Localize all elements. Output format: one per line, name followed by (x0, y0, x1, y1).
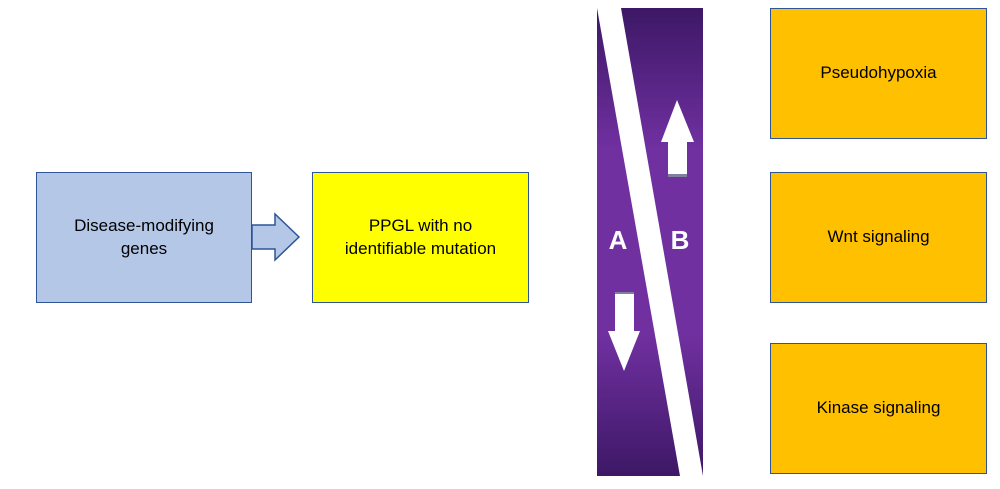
bar-letter-b: B (671, 225, 690, 255)
kinase-signaling-label: Kinase signaling (816, 398, 941, 418)
wnt-signaling-box: Wnt signaling (770, 172, 987, 303)
up-arrow-icon (661, 100, 694, 177)
block-arrow-right-icon (251, 212, 301, 262)
ppgl-no-mutation-label: PPGL with no identifiable mutation (344, 216, 497, 258)
kinase-signaling-box: Kinase signaling (770, 343, 987, 474)
bar-letter-a: A (609, 225, 628, 255)
pseudohypoxia-box: Pseudohypoxia (770, 8, 987, 139)
wnt-signaling-label: Wnt signaling (827, 227, 930, 247)
bar-left-half (597, 8, 680, 476)
ppgl-no-mutation-box: PPGL with no identifiable mutation (312, 172, 529, 303)
disease-modifying-genes-label: Disease-modifying genes (74, 216, 214, 258)
down-arrow-icon (608, 292, 640, 371)
disease-modifying-genes-box: Disease-modifying genes (36, 172, 252, 303)
pseudohypoxia-label: Pseudohypoxia (820, 63, 937, 83)
